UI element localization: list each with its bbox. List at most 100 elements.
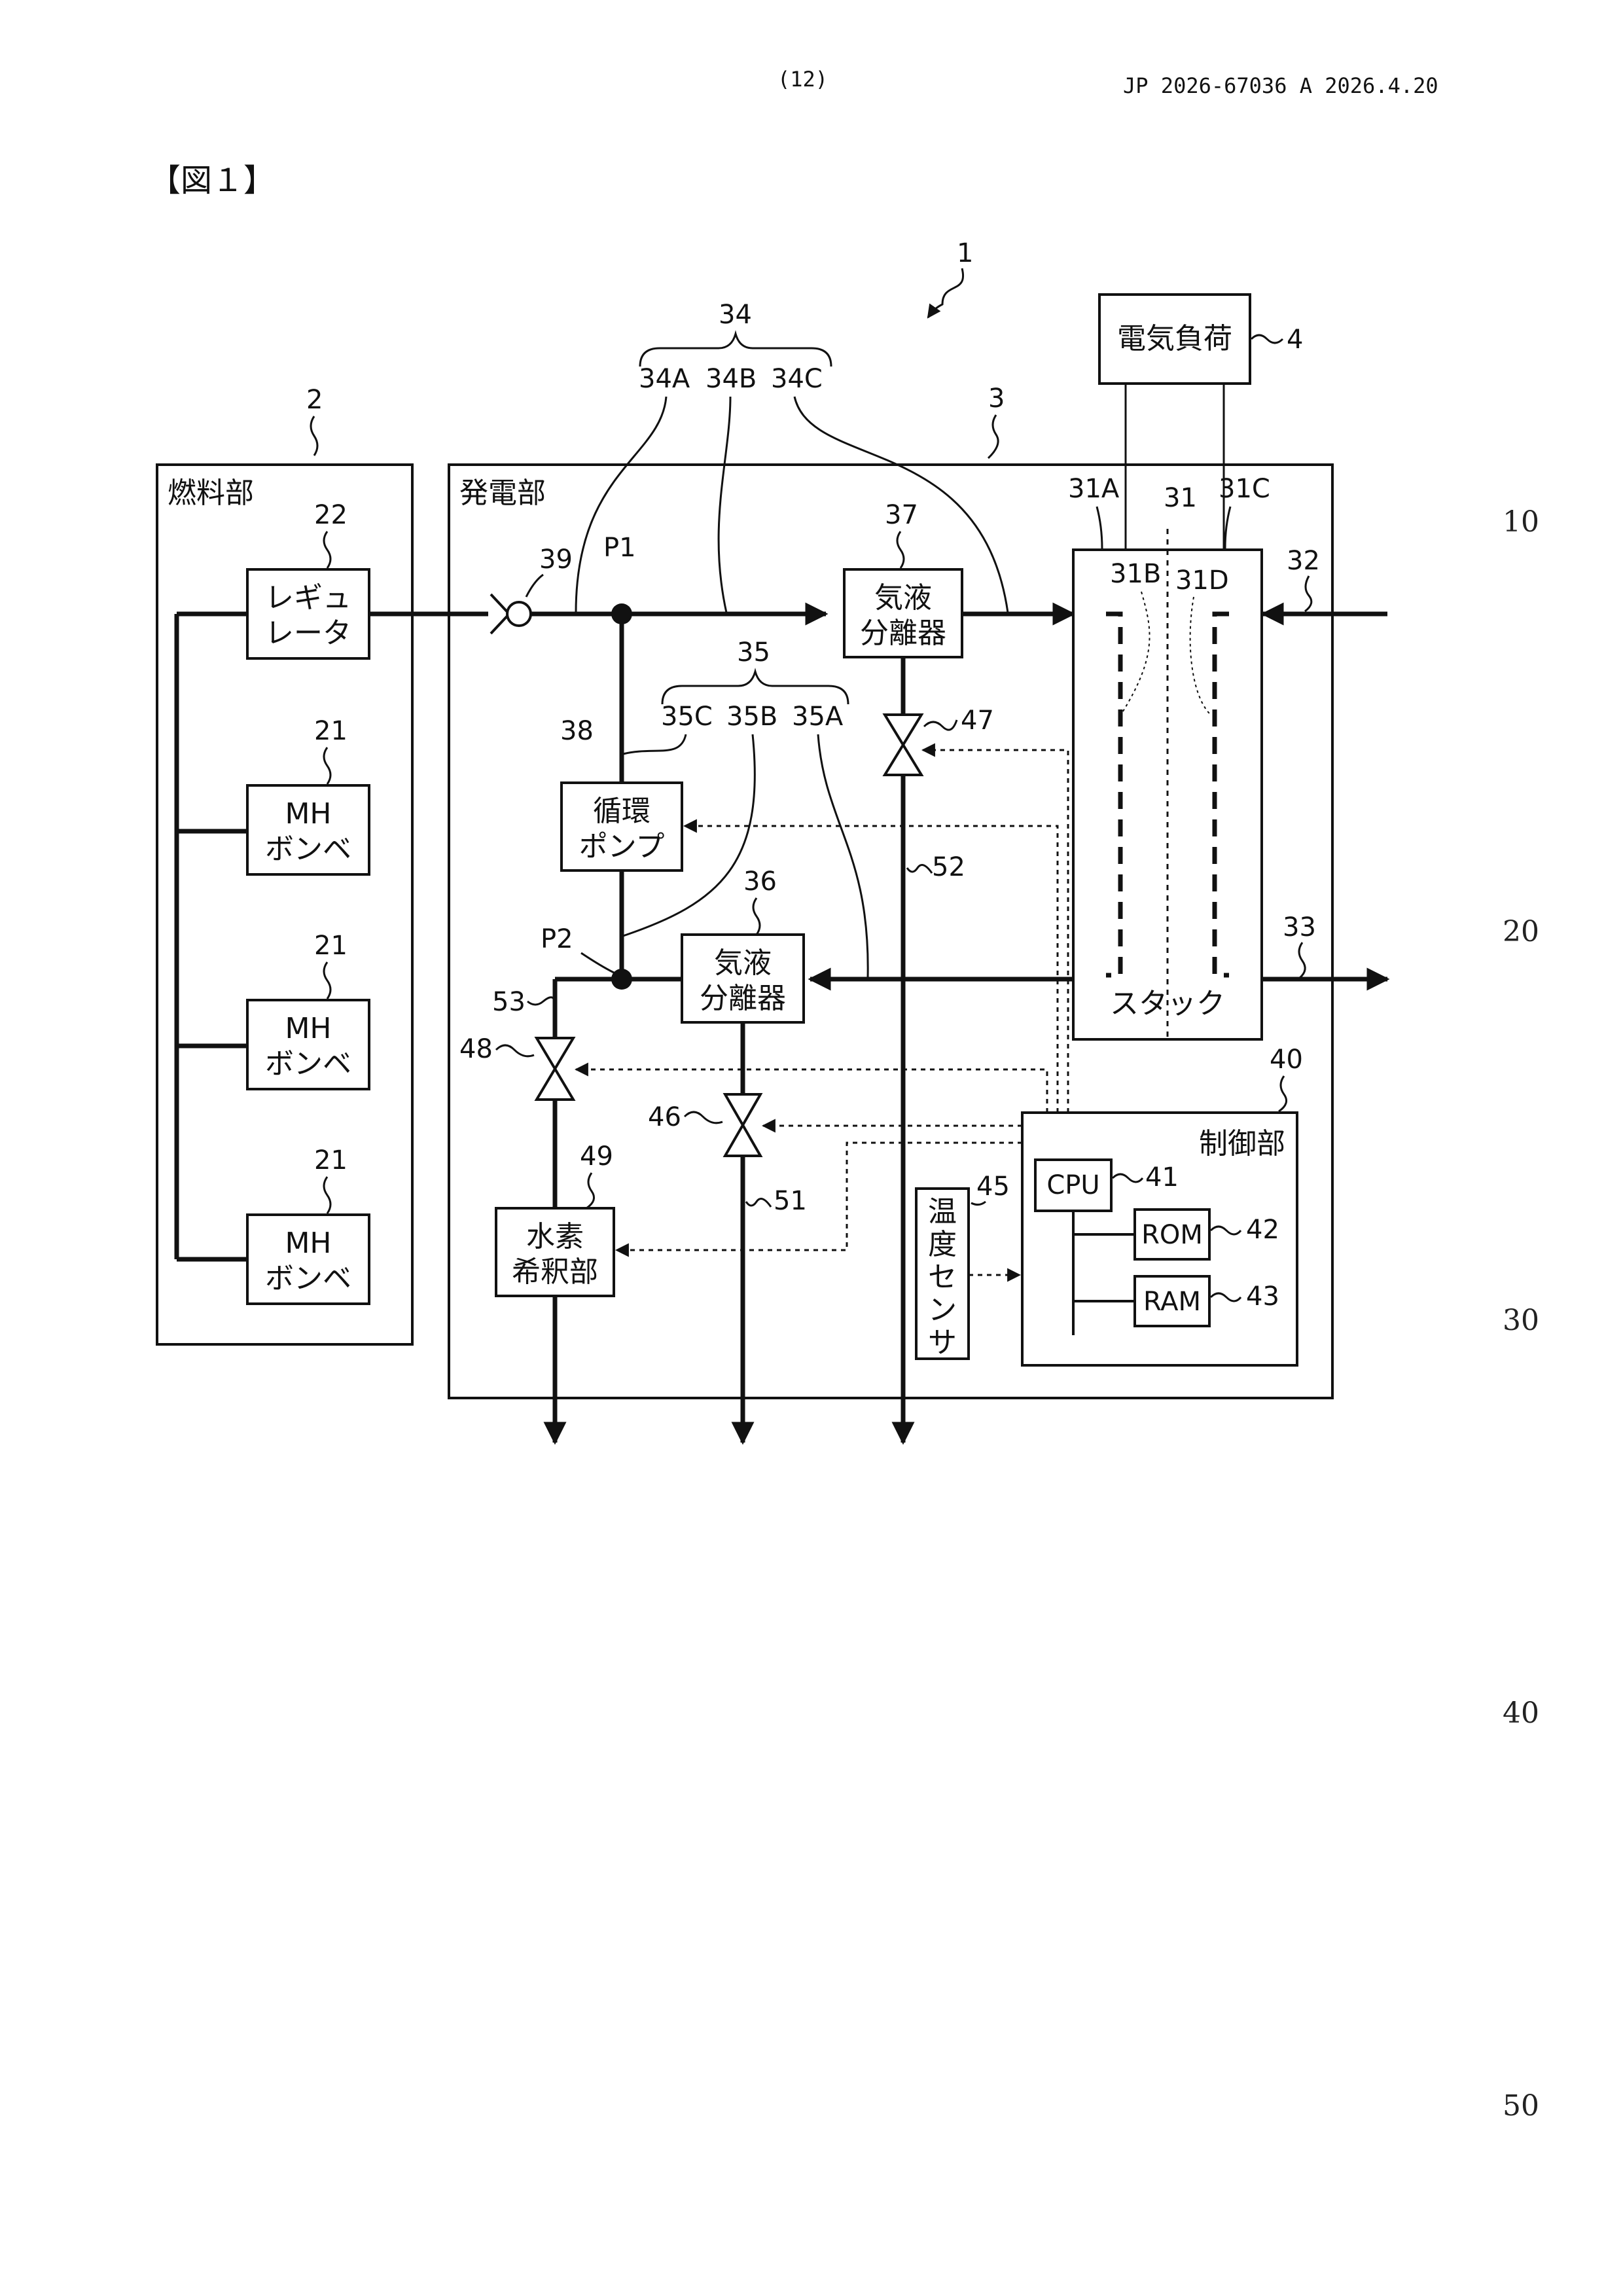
stack-ref: 31: [1164, 483, 1197, 513]
check-valve-ref: 39: [539, 545, 573, 575]
pipe-35c-label: 35C: [661, 702, 713, 732]
pipe-34a-label: 34A: [639, 364, 690, 394]
system-ref-arrow: [928, 268, 963, 317]
mh-cylinder-label: ボンベ: [265, 1047, 351, 1081]
diluter-label: 希釈部: [512, 1255, 598, 1289]
brace-34: [640, 334, 831, 367]
leader-line: [496, 1045, 534, 1056]
regulator-ref: 22: [314, 500, 348, 530]
mh-cylinder-label: MH: [285, 1227, 331, 1260]
pipe-35a-label: 35A: [792, 702, 844, 732]
leader-line: [924, 720, 957, 730]
power-unit-ref: 3: [988, 384, 1005, 414]
pipe-35-ref: 35: [737, 637, 770, 668]
leader-line: [897, 531, 904, 568]
cpu-ref: 41: [1145, 1162, 1179, 1193]
brace-35: [662, 672, 848, 704]
pipe-34b-label: 34B: [705, 364, 757, 394]
separator-36-label: 気液: [714, 946, 772, 980]
temp-sensor-ref: 45: [976, 1172, 1010, 1202]
leader-line: [1097, 507, 1102, 548]
pipe-51-ref: 51: [774, 1186, 807, 1216]
rom-label: ROM: [1141, 1220, 1203, 1250]
temp-sensor-label: サ: [928, 1326, 957, 1359]
pipe-34-ref: 34: [719, 300, 752, 330]
separator-36-ref: 36: [743, 867, 777, 897]
mh-cylinder-ref: 21: [314, 716, 348, 746]
pump-ref: 38: [560, 716, 594, 746]
separator-37-ref: 37: [885, 500, 918, 530]
temp-sensor-label: セ: [928, 1261, 957, 1294]
leader-line: [586, 1173, 594, 1208]
power-unit-title: 発電部: [459, 476, 546, 510]
regulator-label: レギュ: [265, 581, 351, 615]
diluter-ref: 49: [580, 1141, 613, 1172]
leader-line: [581, 953, 614, 973]
stack-31a-label: 31A: [1068, 474, 1120, 504]
leader-line: [1225, 507, 1230, 548]
mh-cylinder-ref: 21: [314, 931, 348, 961]
controller-title: 制御部: [1199, 1127, 1285, 1160]
pump-label: 循環: [593, 795, 651, 828]
pipe-53-ref: 53: [492, 987, 526, 1017]
diluter-label: 水素: [526, 1220, 584, 1253]
temp-sensor-label: 度: [928, 1228, 957, 1261]
check-valve-icon: [507, 602, 531, 626]
leader-line: [1251, 335, 1283, 343]
electric-load-ref: 4: [1287, 325, 1303, 355]
stack-31c-label: 31C: [1219, 474, 1270, 504]
leader-34b: [719, 397, 730, 613]
leader-line: [324, 747, 330, 784]
leader-line: [907, 865, 932, 874]
fuel-unit-title: 燃料部: [168, 476, 254, 510]
separator-36-label: 分離器: [700, 982, 786, 1015]
valve-48-icon: [537, 1038, 573, 1100]
air-outlet-ref: 33: [1283, 912, 1316, 942]
ram-label: RAM: [1143, 1287, 1201, 1317]
pipe-34c-label: 34C: [771, 364, 823, 394]
fuel-unit-ref: 2: [306, 385, 323, 415]
leader-line: [753, 898, 760, 935]
pump-label: ポンプ: [579, 830, 665, 863]
leader-line: [324, 531, 330, 568]
junction-p2-label: P2: [541, 924, 573, 954]
pipe-35b-label: 35B: [726, 702, 777, 732]
leader-34a: [576, 397, 666, 613]
leader-line: [1299, 942, 1305, 978]
electric-load-label: 電気負荷: [1117, 322, 1232, 355]
temp-sensor-label: ン: [928, 1293, 957, 1327]
junction-p1-label: P1: [603, 533, 636, 563]
mh-cylinder-label: ボンベ: [265, 833, 351, 866]
stack-label: スタック: [1110, 987, 1225, 1020]
leader-line: [988, 415, 998, 458]
leader-line: [526, 575, 543, 597]
leader-35a: [818, 734, 868, 978]
regulator-label: レータ: [265, 617, 351, 650]
mh-cylinder-label: MH: [285, 797, 331, 831]
stack-31d-label: 31D: [1175, 565, 1229, 596]
valve-46-icon: [725, 1094, 760, 1156]
separator-37-label: 分離器: [860, 617, 946, 650]
valve-46-ref: 46: [648, 1102, 681, 1132]
controller-ref: 40: [1270, 1045, 1303, 1075]
mh-cylinder-label: MH: [285, 1012, 331, 1045]
mh-cylinder-label: ボンベ: [265, 1262, 351, 1295]
control-signal-47: [923, 750, 1068, 1113]
ram-ref: 43: [1246, 1282, 1279, 1312]
temp-sensor-label: 温: [928, 1195, 957, 1229]
leader-line: [527, 997, 554, 1005]
air-inlet-ref: 32: [1287, 546, 1320, 576]
leader-line: [685, 1112, 722, 1123]
leader-35c: [623, 734, 686, 754]
system-ref-label: 1: [957, 238, 973, 268]
valve-48-ref: 48: [459, 1034, 493, 1064]
cpu-label: CPU: [1046, 1170, 1099, 1200]
control-signal-48: [576, 1069, 1047, 1113]
leader-line: [324, 962, 330, 999]
pipe-52-ref: 52: [932, 852, 965, 882]
leader-line: [1305, 576, 1311, 611]
leader-line: [324, 1177, 330, 1213]
leader-line: [1279, 1076, 1287, 1111]
